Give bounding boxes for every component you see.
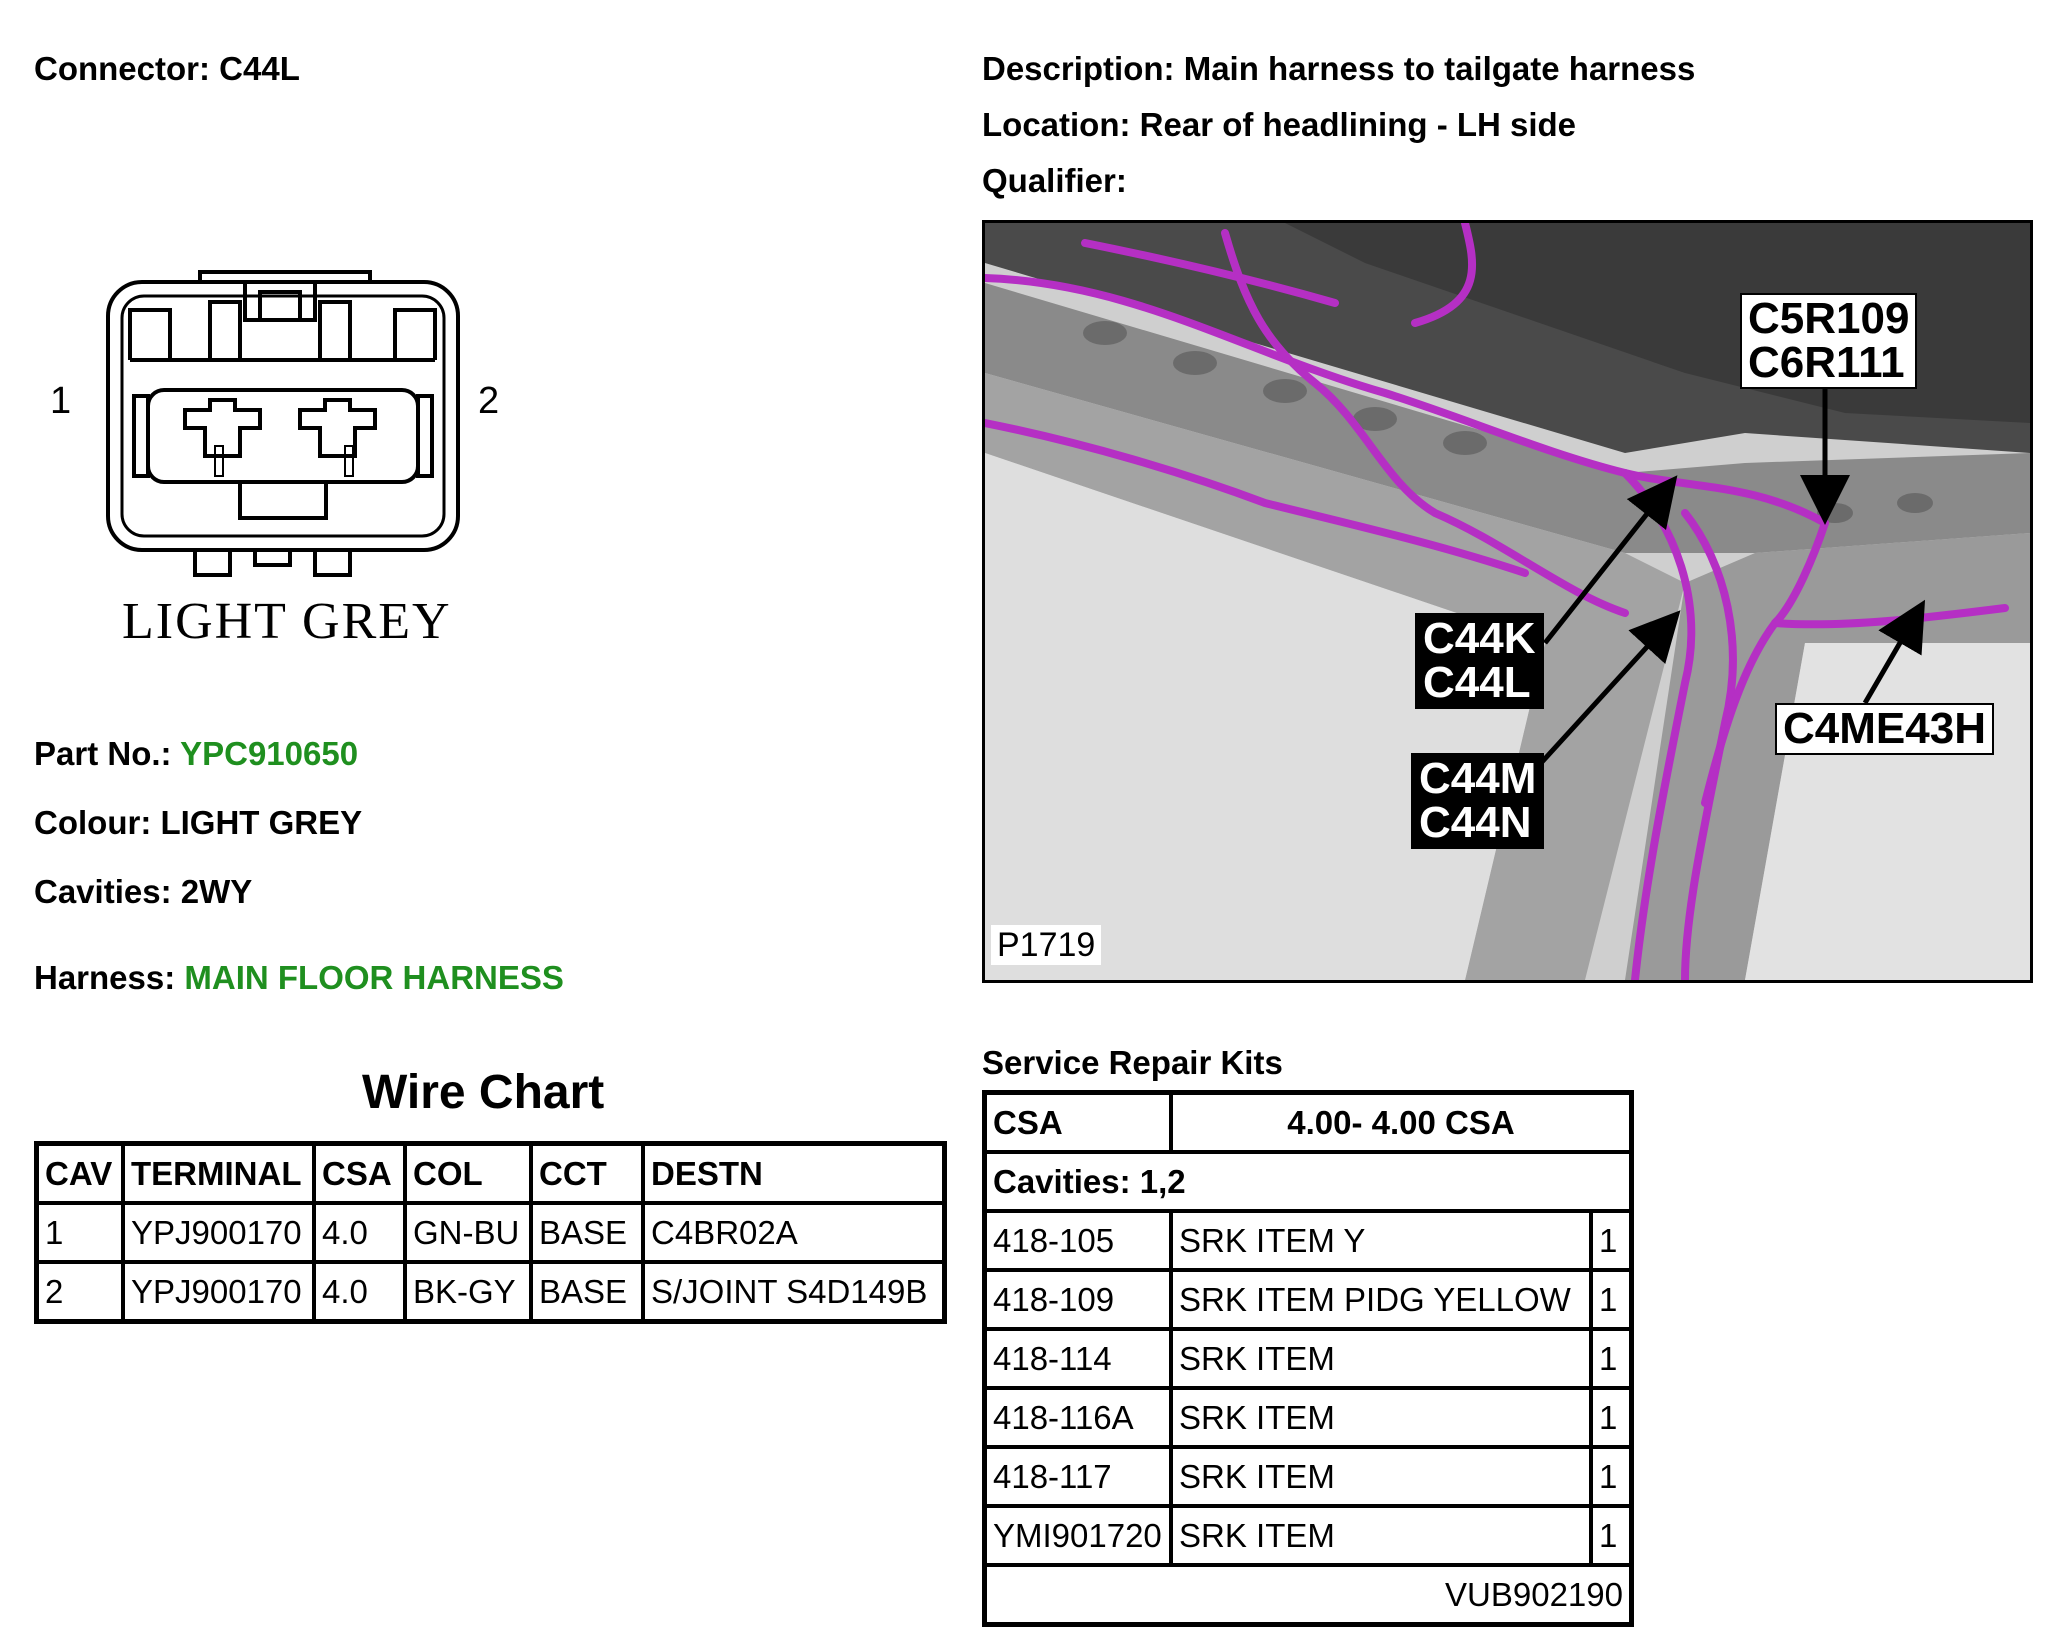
srk-csa-label: CSA — [982, 1090, 1173, 1154]
table-row: YMI901720 SRK ITEM 1 — [982, 1504, 1634, 1567]
wire-chart-table: CAV TERMINAL CSA COL CCT DESTN 1 YPJ9001… — [34, 1141, 947, 1324]
callout-c44l: C44L — [1423, 658, 1531, 707]
callout-c44n: C44N — [1419, 798, 1532, 847]
callout-c5r109: C5R109 — [1748, 294, 1910, 343]
srk-desc: SRK ITEM Y — [1169, 1209, 1593, 1272]
cell-csa: 4.0 — [312, 1260, 407, 1324]
srk-qty: 1 — [1589, 1327, 1634, 1390]
srk-part: 418-105 — [982, 1209, 1173, 1272]
wire-chart-header-row: CAV TERMINAL CSA COL CCT DESTN — [34, 1141, 947, 1205]
header-col: COL — [403, 1141, 533, 1205]
description-line: Description: Main harness to tailgate ha… — [982, 50, 1695, 88]
table-row: 418-117 SRK ITEM 1 — [982, 1445, 1634, 1508]
srk-csa-row: CSA 4.00- 4.00 CSA — [982, 1090, 1634, 1154]
cell-col: BK-GY — [403, 1260, 533, 1324]
srk-part: YMI901720 — [982, 1504, 1173, 1567]
cavities-value: 2WY — [180, 873, 253, 910]
table-row: 418-105 SRK ITEM Y 1 — [982, 1209, 1634, 1272]
qualifier-label: Qualifier: — [982, 162, 1127, 199]
cell-terminal: YPJ900170 — [121, 1201, 316, 1264]
pin-2-number: 2 — [478, 380, 500, 422]
connector-colour-text: LIGHT GREY — [122, 593, 452, 650]
header-cav: CAV — [34, 1141, 125, 1205]
colour-line: Colour: LIGHT GREY — [34, 804, 362, 842]
connector-label: Connector: — [34, 50, 210, 87]
cell-destn: C4BR02A — [641, 1201, 947, 1264]
cavities-line: Cavities: 2WY — [34, 873, 252, 911]
cavities-label: Cavities: — [34, 873, 172, 910]
pin-1-number: 1 — [50, 380, 72, 422]
srk-qty: 1 — [1589, 1504, 1634, 1567]
srk-qty: 1 — [1589, 1268, 1634, 1331]
table-row: 418-109 SRK ITEM PIDG YELLOW 1 — [982, 1268, 1634, 1331]
part-no-value[interactable]: YPC910650 — [180, 735, 359, 772]
cell-destn: S/JOINT S4D149B — [641, 1260, 947, 1324]
cell-terminal: YPJ900170 — [121, 1260, 316, 1324]
cell-cav: 2 — [34, 1260, 125, 1324]
colour-value: LIGHT GREY — [160, 804, 363, 841]
srk-qty: 1 — [1589, 1445, 1634, 1508]
srk-part: 418-109 — [982, 1268, 1173, 1331]
srk-part: 418-114 — [982, 1327, 1173, 1390]
part-no-label: Part No.: — [34, 735, 172, 772]
callout-c44m: C44M — [1419, 754, 1537, 803]
location-line: Location: Rear of headlining - LH side — [982, 106, 1576, 144]
header-csa: CSA — [312, 1141, 407, 1205]
srk-footer-row: VUB902190 — [982, 1563, 1634, 1627]
picture-reference: P1719 — [991, 925, 1102, 965]
srk-desc: SRK ITEM PIDG YELLOW — [1169, 1268, 1593, 1331]
srk-part: 418-117 — [982, 1445, 1173, 1508]
cell-cct: BASE — [529, 1260, 645, 1324]
colour-label: Colour: — [34, 804, 152, 841]
description-value: Main harness to tailgate harness — [1183, 50, 1696, 87]
callout-c44k-c44l: C44K C44L — [1415, 613, 1544, 709]
callout-c6r111: C6R111 — [1748, 338, 1905, 387]
connector-outline-icon — [106, 270, 460, 577]
description-label: Description: — [982, 50, 1175, 87]
table-row: 418-116A SRK ITEM 1 — [982, 1386, 1634, 1449]
srk-part: 418-116A — [982, 1386, 1173, 1449]
location-value: Rear of headlining - LH side — [1139, 106, 1577, 143]
callout-arrows — [1539, 373, 1926, 765]
callout-c4me43h: C4ME43H — [1775, 703, 1994, 755]
qualifier-line: Qualifier: — [982, 162, 1127, 200]
cell-csa: 4.0 — [312, 1201, 407, 1264]
srk-desc: SRK ITEM — [1169, 1445, 1593, 1508]
connector-line: Connector: C44L — [34, 50, 300, 88]
picture-reference-text: P1719 — [997, 926, 1096, 964]
callout-c44m-c44n: C44M C44N — [1411, 753, 1545, 849]
location-label: Location: — [982, 106, 1131, 143]
srk-desc: SRK ITEM — [1169, 1327, 1593, 1390]
cell-cct: BASE — [529, 1201, 645, 1264]
srk-cavities: Cavities: 1,2 — [982, 1150, 1634, 1213]
part-no-line: Part No.: YPC910650 — [34, 735, 358, 773]
table-row: 2 YPJ900170 4.0 BK-GY BASE S/JOINT S4D14… — [34, 1260, 947, 1324]
srk-qty: 1 — [1589, 1209, 1634, 1272]
srk-desc: SRK ITEM — [1169, 1504, 1593, 1567]
srk-qty: 1 — [1589, 1386, 1634, 1449]
cell-col: GN-BU — [403, 1201, 533, 1264]
table-row: 1 YPJ900170 4.0 GN-BU BASE C4BR02A — [34, 1201, 947, 1264]
callout-c5r109-c6r111: C5R109 C6R111 — [1740, 293, 1918, 389]
wire-chart-title: Wire Chart — [362, 1066, 605, 1119]
harness-line: Harness: MAIN FLOOR HARNESS — [34, 959, 564, 997]
service-repair-kits-title: Service Repair Kits — [982, 1044, 1283, 1081]
srk-footer: VUB902190 — [982, 1563, 1634, 1627]
srk-csa-value: 4.00- 4.00 CSA — [1169, 1090, 1634, 1154]
header-terminal: TERMINAL — [121, 1141, 316, 1205]
table-row: 418-114 SRK ITEM 1 — [982, 1327, 1634, 1390]
service-repair-kits-table: CSA 4.00- 4.00 CSA Cavities: 1,2 418-105… — [982, 1090, 1634, 1627]
srk-cavities-row: Cavities: 1,2 — [982, 1150, 1634, 1213]
harness-value[interactable]: MAIN FLOOR HARNESS — [184, 959, 564, 996]
callout-c44k: C44K — [1423, 614, 1536, 663]
connector-face-drawing: 1 2 LIGHT GREY — [50, 260, 520, 670]
header-destn: DESTN — [641, 1141, 947, 1205]
location-picture: C5R109 C6R111 C44K C44L C44M C44N C4ME43… — [982, 220, 2033, 983]
callout-c4me43h-text: C4ME43H — [1783, 704, 1986, 753]
harness-label: Harness: — [34, 959, 176, 996]
connector-value: C44L — [219, 50, 300, 87]
srk-desc: SRK ITEM — [1169, 1386, 1593, 1449]
header-cct: CCT — [529, 1141, 645, 1205]
cell-cav: 1 — [34, 1201, 125, 1264]
